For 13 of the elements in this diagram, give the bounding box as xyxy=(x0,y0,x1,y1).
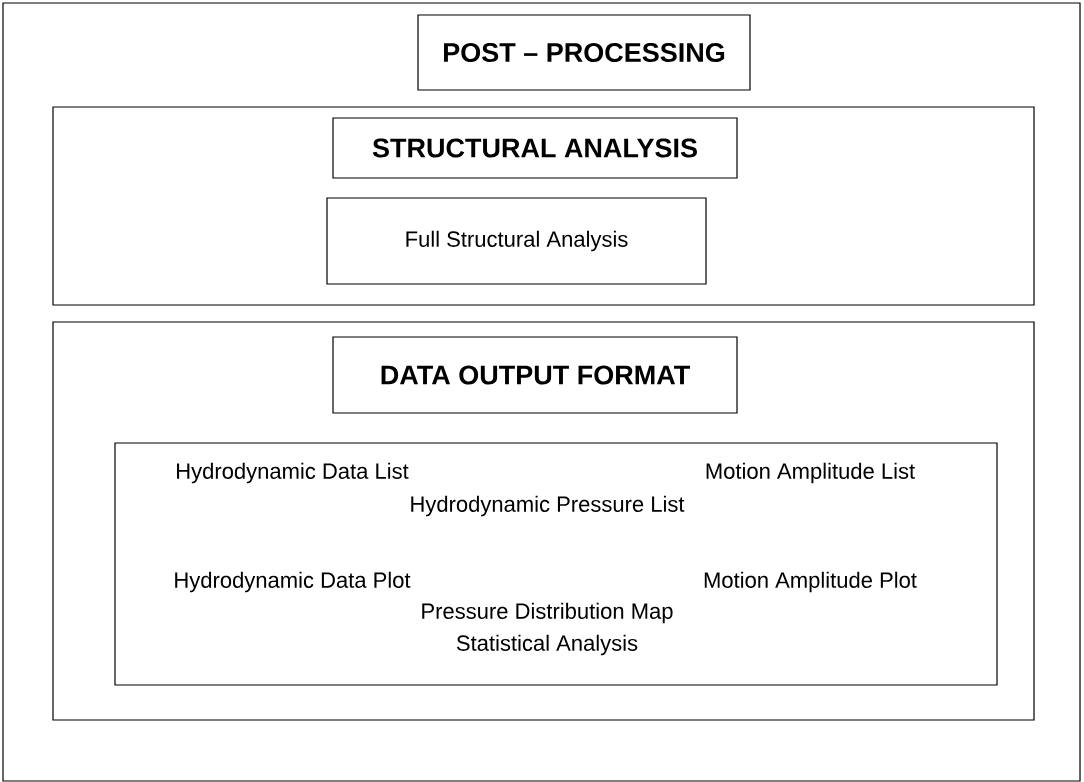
list-text: Hydrodynamic Data List xyxy=(177,462,409,484)
list-text: Hydrodynamic Pressure List xyxy=(411,495,685,517)
list-text: Statistical Analysis xyxy=(456,634,638,656)
list-text: Pressure Distribution Map xyxy=(422,602,673,624)
section-panel xyxy=(52,106,1035,306)
list-text: Motion Amplitude List xyxy=(706,462,915,484)
heading-box: POST – PROCESSING xyxy=(417,14,751,91)
list-text: Hydrodynamic Data Plot xyxy=(175,571,411,593)
list-text: Motion Amplitude Plot xyxy=(704,571,917,593)
section-panel xyxy=(52,321,1035,721)
process-box: Full Structural Analysis xyxy=(326,197,707,285)
heading-box: STRUCTURAL ANALYSIS xyxy=(332,117,738,179)
heading-box: DATA OUTPUT FORMAT xyxy=(332,336,738,414)
